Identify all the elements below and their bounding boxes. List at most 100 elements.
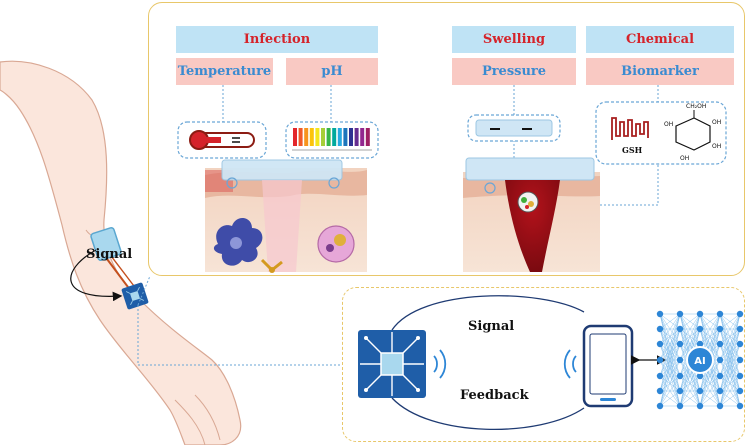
nn-edge bbox=[719, 375, 741, 407]
bacteria-cell-icon bbox=[317, 225, 355, 263]
oh-label-4: OH bbox=[712, 143, 721, 150]
nn-node bbox=[716, 387, 724, 395]
nn-node bbox=[656, 402, 664, 410]
header-infection: Infection bbox=[176, 26, 378, 53]
nn-edge bbox=[699, 390, 721, 407]
nn-edge bbox=[679, 375, 701, 407]
subheader-pressure: Pressure bbox=[452, 58, 576, 85]
arm-illustration bbox=[0, 60, 242, 445]
nn-edge bbox=[719, 343, 741, 407]
ph-color-bar bbox=[304, 128, 309, 146]
nn-node bbox=[716, 372, 724, 380]
nn-node bbox=[656, 340, 664, 348]
nn-node bbox=[656, 356, 664, 364]
ph-color-bar bbox=[332, 128, 337, 146]
ph-color-bar bbox=[321, 128, 325, 146]
nn-node bbox=[736, 387, 744, 395]
nn-edge bbox=[719, 313, 741, 361]
nn-edge bbox=[719, 313, 741, 345]
nn-node bbox=[716, 310, 724, 318]
neural-network-icon: AI bbox=[656, 310, 744, 410]
nn-edge bbox=[719, 390, 741, 407]
ph-color-bar bbox=[326, 128, 331, 146]
nn-edge bbox=[659, 313, 681, 361]
oh-label-2: OH bbox=[664, 121, 673, 128]
subheader-temperature: Temperature bbox=[176, 58, 273, 85]
infection-skin-illustration bbox=[205, 159, 367, 273]
ph-color-bar bbox=[315, 128, 320, 146]
gsh-label: GSH bbox=[622, 145, 643, 155]
antibody-icon bbox=[260, 258, 283, 273]
ch2oh-label: CH₂OH bbox=[686, 103, 706, 110]
nn-node bbox=[696, 325, 704, 333]
nn-node bbox=[736, 356, 744, 364]
sensor-patch-icon bbox=[90, 227, 135, 288]
signal-flow-arc bbox=[391, 295, 585, 331]
ph-color-bar bbox=[293, 128, 297, 146]
nn-node bbox=[676, 356, 684, 364]
nn-edge bbox=[699, 343, 721, 407]
nn-node bbox=[676, 372, 684, 380]
nn-edge bbox=[659, 313, 681, 345]
pressure-sensor-icon bbox=[467, 114, 561, 142]
sensing-panel bbox=[148, 2, 745, 276]
nn-edge bbox=[659, 313, 681, 377]
nn-edge bbox=[679, 313, 701, 361]
ph-color-bar bbox=[354, 128, 359, 146]
nn-node bbox=[676, 402, 684, 410]
wound-illustration bbox=[463, 157, 600, 272]
phone-wireless-icon bbox=[563, 349, 577, 379]
nn-edge bbox=[679, 390, 701, 407]
nn-edge bbox=[659, 343, 681, 407]
ph-color-bar bbox=[349, 128, 353, 146]
signal-arrow bbox=[70, 249, 123, 302]
nn-edge bbox=[719, 328, 741, 407]
feedback-label: Feedback bbox=[460, 388, 530, 403]
connector-line bbox=[137, 305, 342, 366]
nn-node bbox=[656, 372, 664, 380]
nn-node bbox=[696, 340, 704, 348]
nn-edge bbox=[659, 390, 681, 407]
ph-color-bar bbox=[343, 128, 348, 146]
ph-color-bar bbox=[298, 128, 303, 146]
nn-edge bbox=[699, 375, 721, 407]
ph-strip-icon bbox=[285, 121, 379, 159]
nn-edge bbox=[659, 313, 681, 330]
thermometer-icon bbox=[177, 121, 267, 159]
nn-edge bbox=[659, 313, 681, 392]
nn-node bbox=[736, 372, 744, 380]
nn-edge bbox=[659, 375, 681, 407]
glucose-molecule-icon: CH₂OH OH OH OH OH bbox=[664, 103, 721, 162]
immune-cell-icon bbox=[213, 217, 263, 266]
nn-edge bbox=[699, 359, 721, 407]
nn-node bbox=[716, 340, 724, 348]
ph-color-bar bbox=[360, 128, 365, 146]
nn-edge bbox=[719, 313, 741, 330]
nn-node bbox=[656, 387, 664, 395]
nn-edge bbox=[659, 359, 681, 407]
nn-node bbox=[736, 402, 744, 410]
nn-node bbox=[656, 325, 664, 333]
nn-node bbox=[696, 387, 704, 395]
nn-node bbox=[716, 402, 724, 410]
nn-node bbox=[696, 402, 704, 410]
nn-edge bbox=[719, 313, 741, 377]
arm-chip-icon bbox=[121, 282, 149, 310]
oh-label-1: OH bbox=[712, 119, 721, 126]
signal-label-arm: Signal bbox=[86, 247, 132, 262]
nn-node bbox=[676, 310, 684, 318]
ph-color-bar bbox=[365, 128, 370, 146]
nn-node bbox=[716, 356, 724, 364]
feedback-panel bbox=[342, 287, 745, 442]
nn-node bbox=[656, 310, 664, 318]
ph-color-bar bbox=[309, 128, 314, 146]
nn-node bbox=[736, 325, 744, 333]
nn-edge bbox=[659, 328, 681, 407]
nn-edge bbox=[679, 313, 701, 330]
nn-edge bbox=[699, 313, 721, 345]
subheader-biomarker: Biomarker bbox=[586, 58, 734, 85]
nn-edge bbox=[699, 313, 721, 330]
nn-edge bbox=[719, 313, 741, 407]
chip-wireless-icon bbox=[433, 349, 447, 379]
nn-edge bbox=[679, 313, 701, 377]
